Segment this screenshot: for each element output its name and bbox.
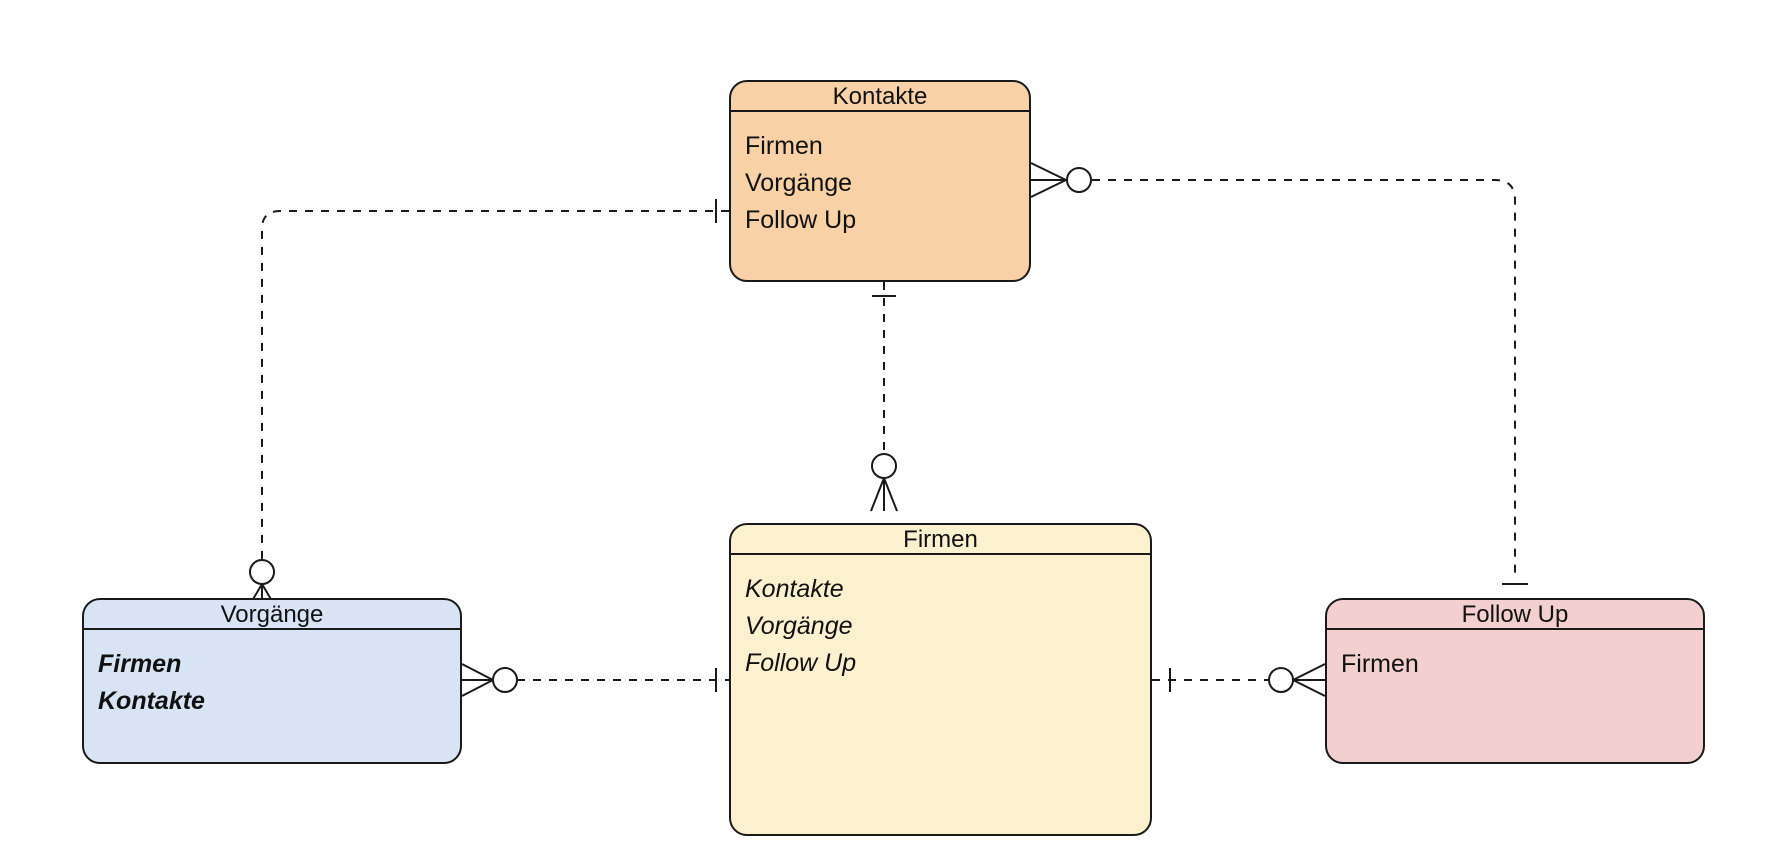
attribute-item: Vorgänge bbox=[745, 169, 853, 197]
entity-firmen[interactable]: Firmen Kontakte Vorgänge Follow Up bbox=[729, 523, 1152, 836]
attribute-list: Firmen bbox=[1327, 630, 1703, 683]
zero-marker bbox=[1066, 167, 1092, 193]
entity-title: Kontakte bbox=[731, 82, 1029, 112]
attribute-item: Firmen bbox=[1341, 650, 1419, 678]
attribute-item: Follow Up bbox=[745, 649, 857, 677]
attribute-item: Firmen bbox=[98, 650, 182, 678]
relationship-firmen-followup[interactable] bbox=[1152, 663, 1326, 697]
zero-marker bbox=[1268, 667, 1294, 693]
attribute-item: Follow Up bbox=[745, 206, 857, 234]
attribute-list: Firmen Kontakte bbox=[84, 630, 460, 720]
attribute-item: Kontakte bbox=[98, 687, 205, 715]
many-crowfoot bbox=[1030, 162, 1067, 198]
connector-line bbox=[1092, 179, 1516, 578]
many-crowfoot bbox=[870, 477, 898, 512]
zero-marker bbox=[249, 559, 275, 585]
entity-followup[interactable]: Follow Up Firmen bbox=[1325, 598, 1705, 764]
entity-title: Vorgänge bbox=[84, 600, 460, 630]
entity-vorgaenge[interactable]: Vorgänge Firmen Kontakte bbox=[82, 598, 462, 764]
attribute-list: Kontakte Vorgänge Follow Up bbox=[731, 555, 1150, 682]
entity-title: Firmen bbox=[731, 525, 1150, 555]
attribute-list: Firmen Vorgänge Follow Up bbox=[731, 112, 1029, 239]
relationship-kontakte-followup[interactable] bbox=[1030, 162, 1528, 585]
zero-marker bbox=[871, 453, 897, 479]
entity-kontakte[interactable]: Kontakte Firmen Vorgänge Follow Up bbox=[729, 80, 1031, 282]
zero-marker bbox=[492, 667, 518, 693]
relationship-kontakte-vorgaenge[interactable] bbox=[248, 199, 729, 607]
many-crowfoot bbox=[1292, 663, 1326, 697]
attribute-item: Kontakte bbox=[745, 575, 844, 603]
attribute-item: Vorgänge bbox=[745, 612, 853, 640]
connector-line bbox=[261, 210, 729, 560]
entity-title: Follow Up bbox=[1327, 600, 1703, 630]
many-crowfoot bbox=[461, 663, 494, 697]
relationship-firmen-vorgaenge[interactable] bbox=[461, 663, 729, 697]
relationship-kontakte-firmen[interactable] bbox=[870, 282, 898, 512]
attribute-item: Firmen bbox=[745, 132, 823, 160]
